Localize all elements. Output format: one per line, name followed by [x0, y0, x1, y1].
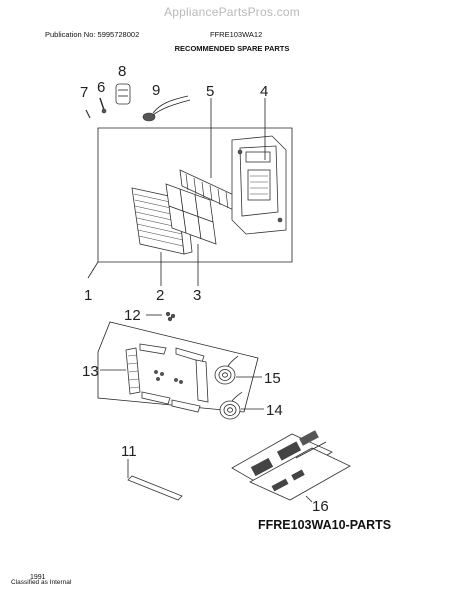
front-panel-part	[231, 135, 287, 235]
watermark-text: AppliancePartsPros.com	[164, 5, 300, 19]
pin-part	[85, 109, 91, 119]
callout-14: 14	[266, 402, 283, 419]
callout-15: 15	[264, 370, 281, 387]
callout-7: 7	[80, 84, 88, 101]
foam-strip-part	[219, 391, 243, 420]
callout-2: 2	[156, 287, 164, 304]
right-side-panel-part	[195, 359, 209, 403]
top-bracket-part-2	[175, 347, 205, 363]
callout-9: 9	[152, 82, 160, 99]
manual-part	[231, 430, 351, 501]
foam-seal-part	[214, 355, 239, 385]
install-kit-box	[97, 321, 259, 413]
callout-3: 3	[193, 287, 201, 304]
bottom-bracket-part	[141, 391, 171, 405]
callout-11: 11	[121, 443, 137, 460]
screw-part	[99, 97, 107, 114]
sash-seal-part	[127, 475, 183, 501]
callout-5: 5	[206, 83, 214, 100]
window-side-panel-part	[125, 347, 141, 395]
callout-13: 13	[82, 363, 99, 380]
model-number: FFRE103WA12	[210, 30, 263, 39]
knob-part	[115, 83, 131, 105]
kit-hardware-part	[154, 370, 183, 384]
leader-line-16	[305, 495, 313, 503]
callout-6: 6	[97, 79, 105, 96]
callout-8: 8	[118, 63, 126, 80]
page-heading: RECOMMENDED SPARE PARTS	[174, 44, 290, 53]
callout-1: 1	[84, 287, 92, 304]
callout-16: 16	[312, 498, 329, 515]
parts-list-title: FFRE103WA10-PARTS	[258, 518, 392, 532]
top-bracket-part	[139, 343, 167, 355]
screw-pack-part	[165, 311, 176, 322]
assembly-box	[97, 127, 293, 263]
page-number: 1991	[30, 574, 46, 581]
air-filter-part	[165, 183, 217, 245]
power-cord-part	[142, 95, 191, 122]
publication-number: Publication No: 5995728002	[45, 30, 140, 39]
bottom-bracket-part-2	[171, 399, 201, 413]
leader-line-1	[87, 261, 99, 279]
callout-12: 12	[124, 307, 141, 324]
callout-4: 4	[260, 83, 268, 100]
classification-label: Classified as Internal	[11, 579, 72, 586]
